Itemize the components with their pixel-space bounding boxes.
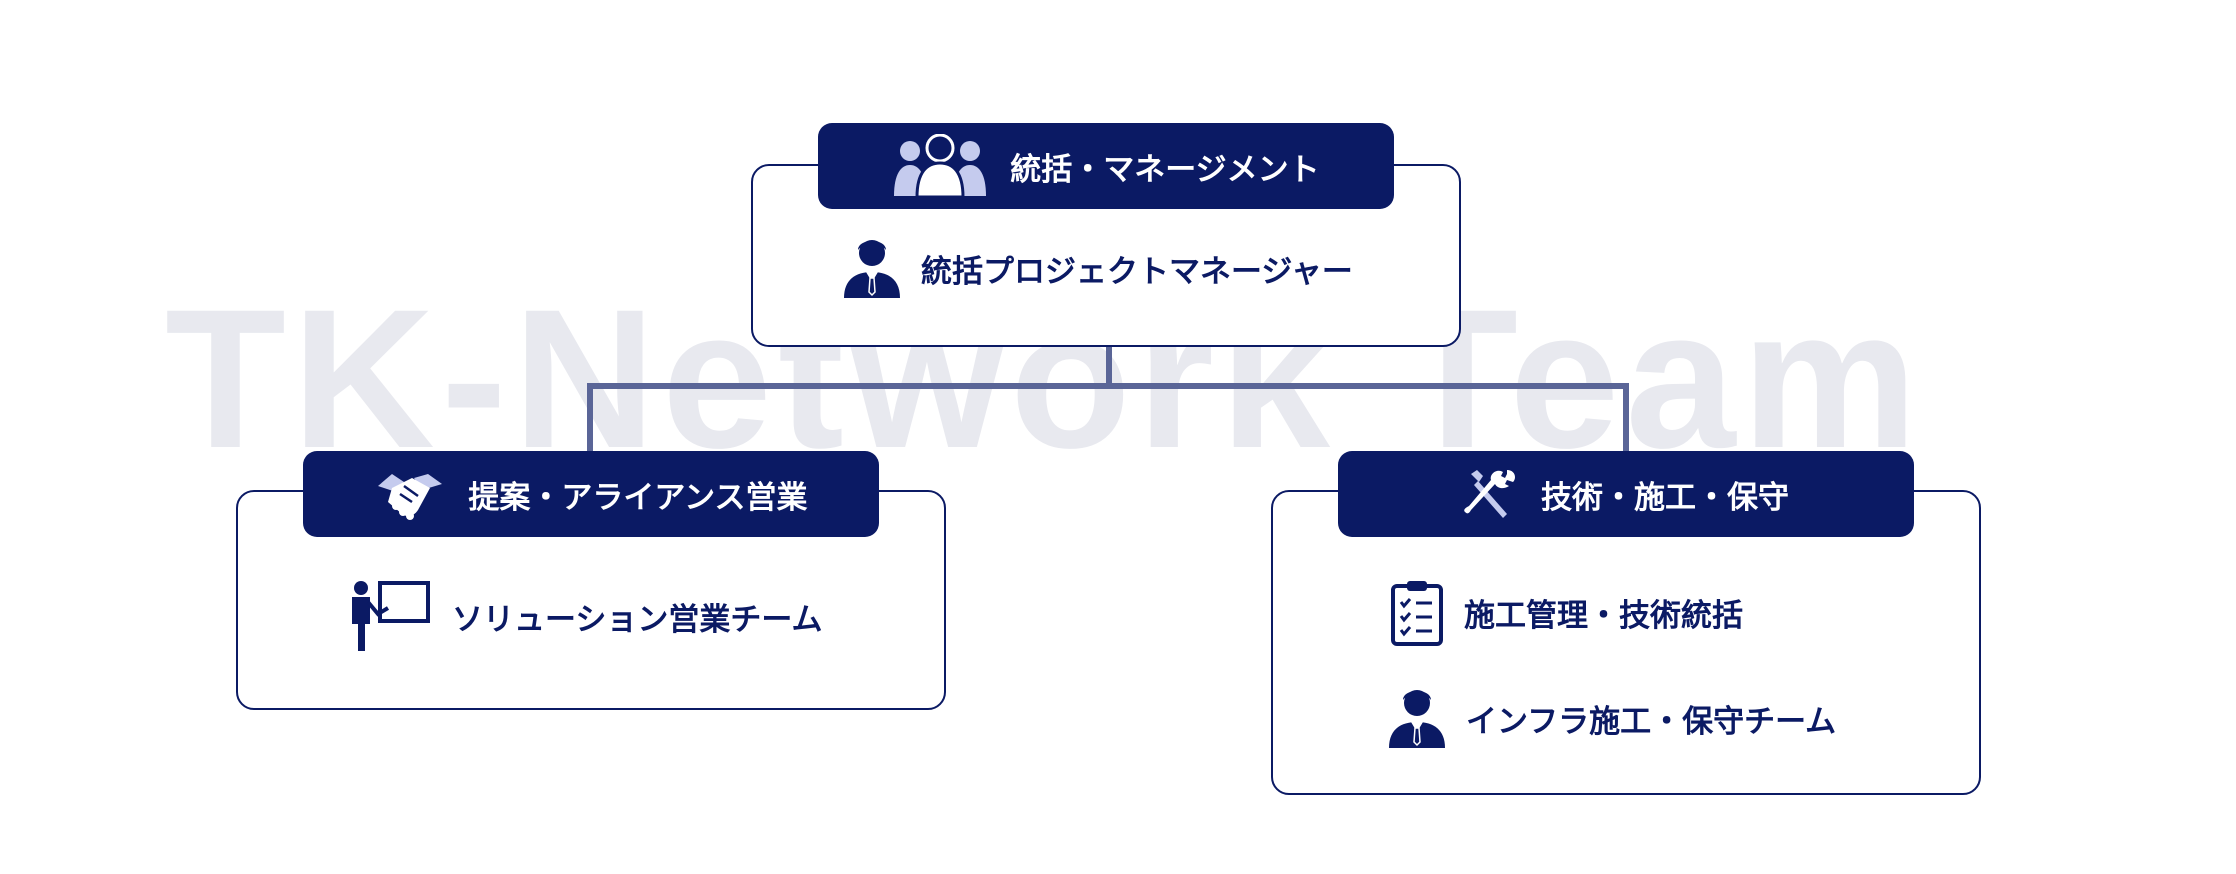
top-node-header: 統括・マネージメント: [818, 123, 1394, 209]
right-item-construction-mgmt: 施工管理・技術統括: [1390, 578, 1743, 646]
handshake-icon: [374, 466, 446, 522]
top-node-header-label: 統括・マネージメント: [1010, 151, 1320, 188]
left-node-header: 提案・アライアンス営業: [303, 451, 879, 537]
top-item-pm: 統括プロジェクトマネージャー: [843, 236, 1353, 300]
group-people-icon: [892, 134, 988, 198]
person-tie-icon: [843, 236, 901, 300]
right-item-infra-team-label: インフラ施工・保守チーム: [1466, 703, 1837, 740]
top-item-pm-label: 統括プロジェクトマネージャー: [921, 253, 1353, 290]
right-node-header-label: 技術・施工・保守: [1541, 479, 1789, 516]
presenter-board-icon: [348, 580, 432, 652]
tools-icon: [1463, 466, 1519, 522]
left-item-solution: ソリューション営業チーム: [348, 580, 822, 652]
right-node-header: 技術・施工・保守: [1338, 451, 1914, 537]
person-tie-icon: [1388, 686, 1446, 750]
left-item-solution-label: ソリューション営業チーム: [452, 601, 823, 638]
clipboard-checklist-icon: [1390, 578, 1444, 646]
right-item-construction-mgmt-label: 施工管理・技術統括: [1464, 597, 1743, 634]
left-node-header-label: 提案・アライアンス営業: [468, 479, 808, 516]
right-item-infra-team: インフラ施工・保守チーム: [1388, 686, 1836, 750]
